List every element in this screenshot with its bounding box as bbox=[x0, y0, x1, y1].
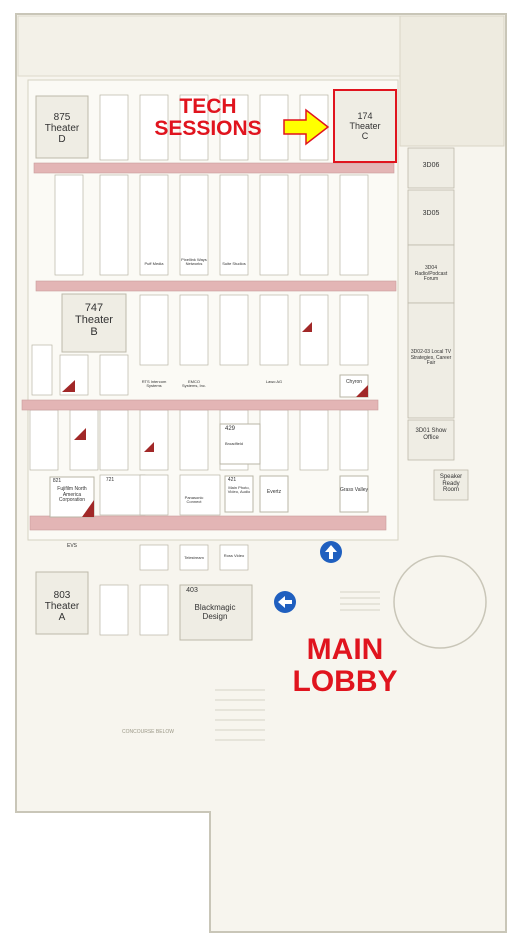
evs-label: EVS bbox=[66, 543, 77, 549]
theater-b-box bbox=[61, 293, 127, 353]
tech-sessions-line2: SESSIONS bbox=[154, 117, 262, 141]
theater-d-label: 875 Theater D bbox=[36, 112, 88, 145]
theater-c-label: 174 Theater C bbox=[334, 111, 396, 142]
theater-a-name: Theater bbox=[44, 601, 80, 612]
room-3d05: 3D05 bbox=[422, 210, 440, 217]
arrow-right-icon bbox=[283, 108, 330, 146]
speaker-ready-room: Speaker Ready Room bbox=[439, 474, 463, 494]
flag-3 bbox=[144, 442, 154, 452]
lobby-rotunda bbox=[393, 555, 487, 649]
fujifilm-name: Fujifilm North America Corporation bbox=[57, 486, 87, 503]
theater-a-letter: A bbox=[58, 612, 66, 623]
lawo-label: Lawo AG bbox=[265, 379, 283, 384]
theater-b-number: 747 bbox=[84, 302, 104, 314]
main-lobby-line1: MAIN bbox=[306, 633, 384, 666]
pixellink-label: Pixellink Ways Networks bbox=[181, 257, 207, 267]
rts-label: RTS Intercom Systems bbox=[141, 379, 167, 389]
puff-media-label: Puff Media bbox=[144, 261, 164, 266]
booth-721-label: 721 bbox=[105, 477, 115, 483]
flag-4 bbox=[74, 428, 86, 440]
telestream-label: Telestream bbox=[184, 555, 204, 560]
room-3d04: 3D04 Radio/Podcast Forum bbox=[414, 265, 448, 282]
theater-a-number: 803 bbox=[53, 590, 71, 601]
theater-c-number: 174 bbox=[357, 111, 373, 121]
suite-studios-label: Suite Studios bbox=[222, 261, 246, 266]
booth-grass bbox=[339, 475, 369, 513]
blackmagic-number: 403 bbox=[186, 587, 198, 594]
right-stairwell bbox=[399, 15, 505, 147]
main-lobby-line2: LOBBY bbox=[292, 664, 398, 698]
tech-sessions-line1: TECH bbox=[179, 95, 237, 118]
grass-valley-label: Grass Valley bbox=[340, 487, 368, 493]
room-3d06: 3D06 bbox=[422, 162, 440, 169]
aisle-dividers bbox=[21, 162, 397, 531]
panasonic-label: Panasonic Connect bbox=[184, 495, 204, 505]
flag-2 bbox=[62, 380, 75, 392]
booth-grid bbox=[29, 94, 369, 636]
broadfield-label: Broadfield bbox=[224, 441, 243, 446]
flag-1 bbox=[302, 322, 312, 332]
tech-sessions-label: TECH SESSIONS bbox=[138, 95, 278, 141]
emco-label: EMCO Systems, Inc. bbox=[181, 379, 206, 389]
chyron-label: Chyron bbox=[345, 379, 363, 385]
booth-fujifilm bbox=[49, 476, 95, 518]
booth-429-label: 429 bbox=[224, 426, 235, 432]
theater-d-box bbox=[35, 95, 89, 159]
blackmagic-design: Blackmagic Design bbox=[194, 603, 236, 621]
theater-a-label: 803 Theater A bbox=[36, 590, 88, 623]
booth-421-label: 421 bbox=[227, 477, 237, 483]
theater-d-name: Theater bbox=[44, 123, 80, 134]
theater-c-name: Theater bbox=[349, 120, 381, 131]
theater-d-letter: D bbox=[58, 134, 66, 145]
arrow-up-icon bbox=[320, 541, 342, 563]
theater-b-name: Theater bbox=[75, 314, 113, 327]
booth-evertz bbox=[259, 475, 289, 513]
theater-c-box bbox=[333, 89, 397, 163]
theater-a-box bbox=[35, 571, 89, 635]
theater-b-letter: B bbox=[90, 326, 98, 339]
ross-video-label: Ross Video bbox=[223, 553, 245, 558]
lobby-stairs bbox=[215, 591, 380, 741]
arrow-left-icon bbox=[274, 591, 296, 613]
room-3d01: 3D01 Show Office bbox=[415, 428, 447, 441]
concourse-below: CONCOURSE BELOW bbox=[122, 729, 174, 735]
booth-429 bbox=[219, 423, 261, 465]
booth-main-photo bbox=[224, 475, 254, 513]
room-3d02-03: 3D02-03 Local TV Strategies, Career Fair bbox=[410, 349, 452, 366]
main-photo-label: Main Photo, Video, Audio bbox=[227, 485, 251, 495]
theater-c-letter: C bbox=[361, 130, 369, 141]
booth-blackmagic bbox=[179, 584, 253, 641]
fujifilm-number: 821 bbox=[52, 478, 62, 484]
main-lobby-label: MAIN LOBBY bbox=[270, 634, 420, 697]
chyron-flag bbox=[356, 385, 368, 397]
right-rooms bbox=[407, 147, 469, 501]
evertz-label: Evertz bbox=[266, 489, 282, 495]
theater-b-label: 747 Theater B bbox=[62, 302, 126, 338]
theater-d-number: 875 bbox=[53, 112, 71, 123]
fujifilm-flag bbox=[82, 500, 94, 517]
